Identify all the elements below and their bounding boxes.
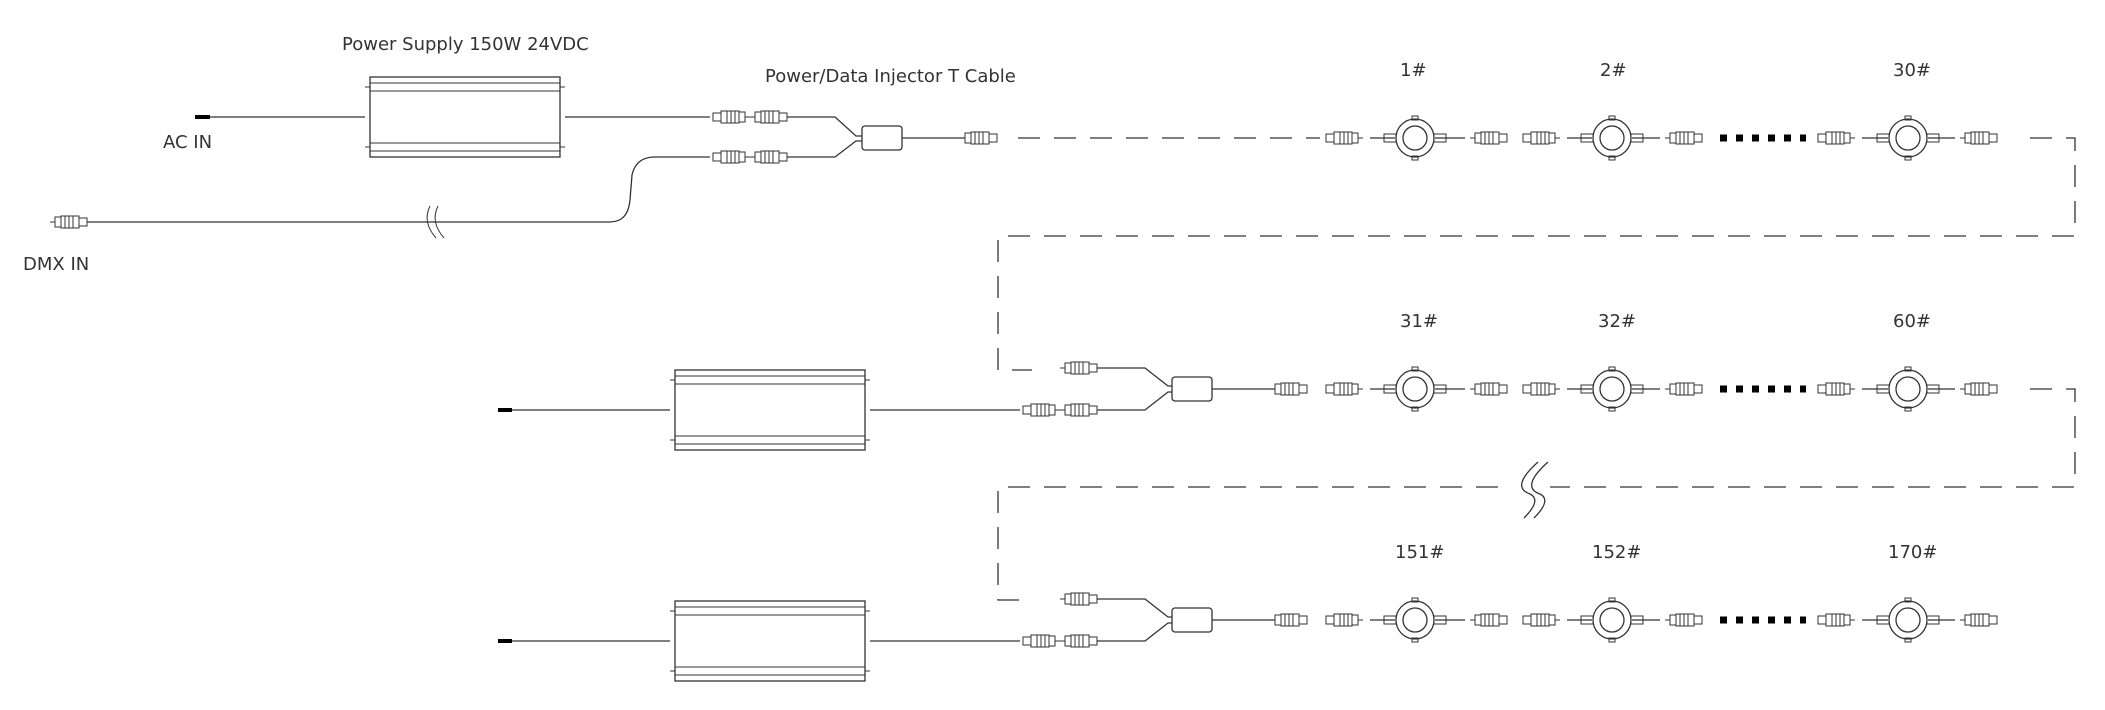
power-supply-label: Power Supply 150W 24VDC [342, 34, 589, 55]
ac-in-label: AC IN [163, 132, 212, 153]
pixel-row-1: 1# 2# 30# [1018, 60, 1998, 161]
injector-label: Power/Data Injector T Cable [765, 66, 1016, 87]
return-line-1 [997, 137, 2076, 371]
pixel-label-31: 31# [1400, 311, 1438, 332]
pixel-label-1: 1# [1400, 60, 1427, 81]
pixel-label-30: 30# [1893, 60, 1931, 81]
pixel-label-2: 2# [1600, 60, 1627, 81]
pixel-row-2: 31# 32# 60# [1326, 311, 1998, 412]
injector-t-cable-2 [1023, 361, 1308, 417]
pixel-label-170: 170# [1888, 542, 1937, 563]
injector-t-cable-1 [49, 110, 998, 239]
pixel-row-3: 151# 152# 170# [1326, 542, 1998, 643]
pixel-label-152: 152# [1592, 542, 1641, 563]
power-supply-3 [498, 600, 1020, 682]
pixel-label-60: 60# [1893, 311, 1931, 332]
pixel-label-151: 151# [1395, 542, 1444, 563]
break-symbol [1510, 461, 1550, 519]
power-supply-1 [195, 76, 710, 158]
injector-t-cable-3 [1023, 592, 1308, 648]
pixel-label-32: 32# [1598, 311, 1636, 332]
return-line-2 [997, 388, 2076, 601]
power-supply-2 [498, 369, 1020, 451]
dmx-in-label: DMX IN [23, 254, 89, 275]
